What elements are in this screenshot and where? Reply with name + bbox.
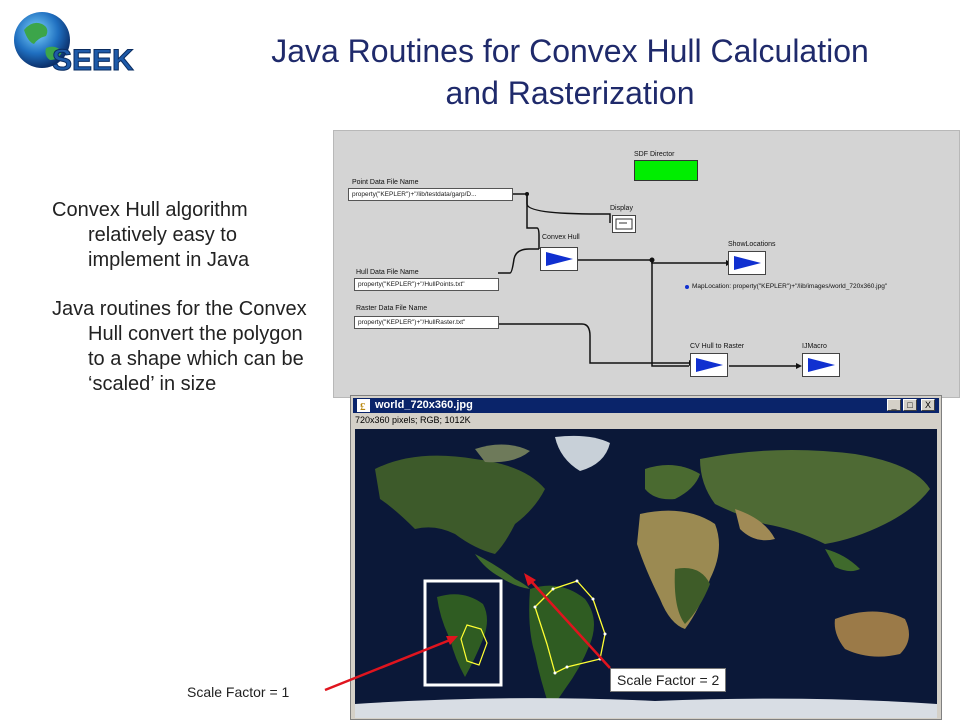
cv-hull-raster-label: CV Hull to Raster [690, 343, 745, 350]
show-locations-label: ShowLocations [728, 241, 776, 248]
display-actor[interactable] [612, 215, 636, 233]
svg-text:£: £ [360, 401, 366, 412]
bullet-item: Java routines for the Convex Hull conver… [52, 298, 307, 395]
show-locations-actor[interactable] [728, 251, 766, 275]
cv-hull-raster-actor[interactable] [690, 353, 728, 377]
sdf-director-label: SDF Director [634, 151, 675, 158]
globe-icon: SEEK [14, 12, 135, 78]
title-line-1: Java Routines for Convex Hull Calculatio… [271, 33, 869, 69]
raster-data-label: Raster Data File Name [356, 305, 428, 312]
ijmacro-label: IJMacro [802, 343, 827, 350]
convex-hull-actor[interactable] [540, 247, 578, 271]
play-arrow-icon [808, 358, 835, 372]
play-arrow-icon [696, 358, 723, 372]
viewer-titlebar[interactable]: £ world_720x360.jpg _ □ X [353, 398, 939, 413]
minimize-button[interactable]: _ [887, 399, 901, 411]
hull-data-field[interactable]: property("KEPLER")+"/HullPoints.txt" [354, 278, 499, 291]
workflow-connections [498, 191, 802, 369]
point-data-label: Point Data File Name [352, 179, 419, 186]
viewer-title: world_720x360.jpg [375, 399, 473, 411]
play-arrow-icon [546, 252, 573, 266]
kepler-workflow: SDF Director Point Data File Name proper… [333, 130, 960, 398]
sdf-director[interactable] [634, 160, 698, 181]
logo-text: SEEK [52, 44, 134, 77]
scale-factor-2-label: Scale Factor = 2 [610, 668, 727, 692]
display-label: Display [610, 205, 633, 212]
image-info: 720x360 pixels; RGB; 1012K [355, 415, 471, 425]
bullet-list: Convex Hull algorithm relatively easy to… [52, 198, 322, 421]
scale-factor-1-label: Scale Factor = 1 [187, 684, 290, 700]
imagej-icon: £ [357, 399, 370, 412]
point-data-field[interactable]: property("KEPLER")+"/lib/testdata/garp/D… [348, 188, 513, 201]
seek-logo: SEEK [10, 8, 160, 78]
raster-data-field[interactable]: property("KEPLER")+"/HullRaster.txt" [354, 316, 499, 329]
convex-hull-label: Convex Hull [542, 234, 580, 241]
close-button[interactable]: X [921, 399, 935, 411]
map-location-note: MapLocation: property("KEPLER")+"/lib/im… [692, 283, 888, 290]
bullet-item: Convex Hull algorithm relatively easy to… [52, 199, 250, 271]
display-icon [615, 218, 633, 230]
hull-data-label: Hull Data File Name [356, 269, 419, 276]
title-line-2: and Rasterization [445, 75, 695, 111]
ijmacro-actor[interactable] [802, 353, 840, 377]
image-viewer-window: £ world_720x360.jpg _ □ X 720x360 pixels… [350, 395, 942, 720]
play-arrow-icon [734, 256, 761, 270]
maximize-button[interactable]: □ [903, 399, 917, 411]
page-title: Java Routines for Convex Hull Calculatio… [200, 30, 940, 114]
